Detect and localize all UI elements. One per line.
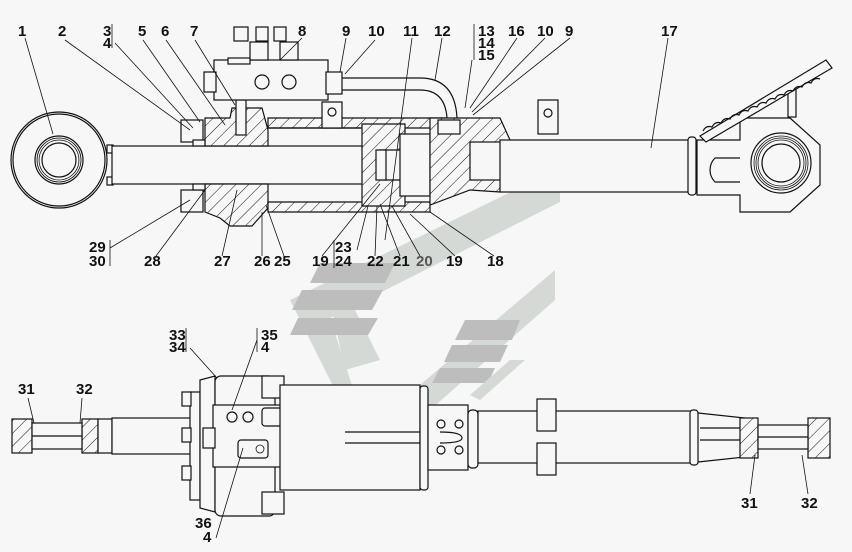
label-27: 27 bbox=[214, 253, 231, 270]
label-4: 4 bbox=[103, 35, 112, 52]
logo-watermark bbox=[290, 168, 560, 440]
end-cap bbox=[429, 117, 513, 206]
label-2: 2 bbox=[58, 23, 66, 40]
label-32b: 32 bbox=[801, 495, 818, 512]
label-12: 12 bbox=[434, 23, 451, 40]
piston-rod-top bbox=[111, 417, 193, 455]
label-25: 25 bbox=[274, 253, 291, 270]
label-5: 5 bbox=[138, 23, 146, 40]
clevis-end bbox=[696, 59, 833, 213]
label-17: 17 bbox=[661, 23, 678, 40]
label-9b: 9 bbox=[565, 23, 573, 40]
label-32a: 32 bbox=[76, 381, 93, 398]
label-36: 36 bbox=[195, 515, 212, 532]
piston-rod bbox=[111, 145, 377, 185]
label-10b: 10 bbox=[537, 23, 554, 40]
label-8: 8 bbox=[298, 23, 306, 40]
rod-eye bbox=[10, 111, 114, 209]
label-14: 14 bbox=[478, 35, 495, 52]
hydraulic-tube bbox=[325, 71, 458, 119]
label-19a: 19 bbox=[312, 253, 329, 270]
label-3: 3 bbox=[103, 23, 111, 40]
label-21: 21 bbox=[393, 253, 410, 270]
label-34: 34 bbox=[169, 339, 186, 356]
section-view bbox=[10, 26, 833, 227]
cylinder-barrel bbox=[267, 99, 559, 213]
label-26: 26 bbox=[254, 253, 271, 270]
label-33: 33 bbox=[169, 327, 186, 344]
label-35: 35 bbox=[261, 327, 278, 344]
label-23: 23 bbox=[335, 239, 352, 256]
label-22: 22 bbox=[367, 253, 384, 270]
rod-eye-top bbox=[11, 418, 113, 454]
label-30: 30 bbox=[89, 253, 106, 270]
label-31a: 31 bbox=[18, 381, 35, 398]
piston bbox=[361, 123, 431, 207]
label-29: 29 bbox=[89, 239, 106, 256]
label-15: 15 bbox=[478, 47, 495, 64]
outer-tube bbox=[499, 136, 697, 196]
label-24: 24 bbox=[335, 253, 352, 270]
label-1: 1 bbox=[18, 23, 26, 40]
leader-lines bbox=[24, 24, 809, 539]
label-4a: 4 bbox=[261, 339, 270, 356]
barrel-top bbox=[279, 384, 479, 491]
label-9a: 9 bbox=[342, 23, 350, 40]
gland bbox=[180, 99, 269, 227]
label-6: 6 bbox=[161, 23, 169, 40]
clevis-end-top bbox=[700, 417, 831, 459]
label-18: 18 bbox=[487, 253, 504, 270]
label-11: 11 bbox=[403, 23, 419, 40]
label-4b: 4 bbox=[203, 529, 212, 546]
label-20: 20 bbox=[416, 253, 433, 270]
label-16: 16 bbox=[508, 23, 525, 40]
label-28: 28 bbox=[144, 253, 161, 270]
label-7: 7 bbox=[190, 23, 198, 40]
valve-block bbox=[203, 26, 329, 101]
label-10a: 10 bbox=[368, 23, 385, 40]
top-view bbox=[11, 375, 831, 517]
label-19b: 19 bbox=[446, 253, 463, 270]
outer-tube-top bbox=[477, 398, 746, 476]
label-31b: 31 bbox=[741, 495, 758, 512]
part-labels: 1 2 3 4 5 6 7 8 9 10 11 12 13 14 15 16 1… bbox=[18, 23, 818, 546]
label-13: 13 bbox=[478, 23, 495, 40]
